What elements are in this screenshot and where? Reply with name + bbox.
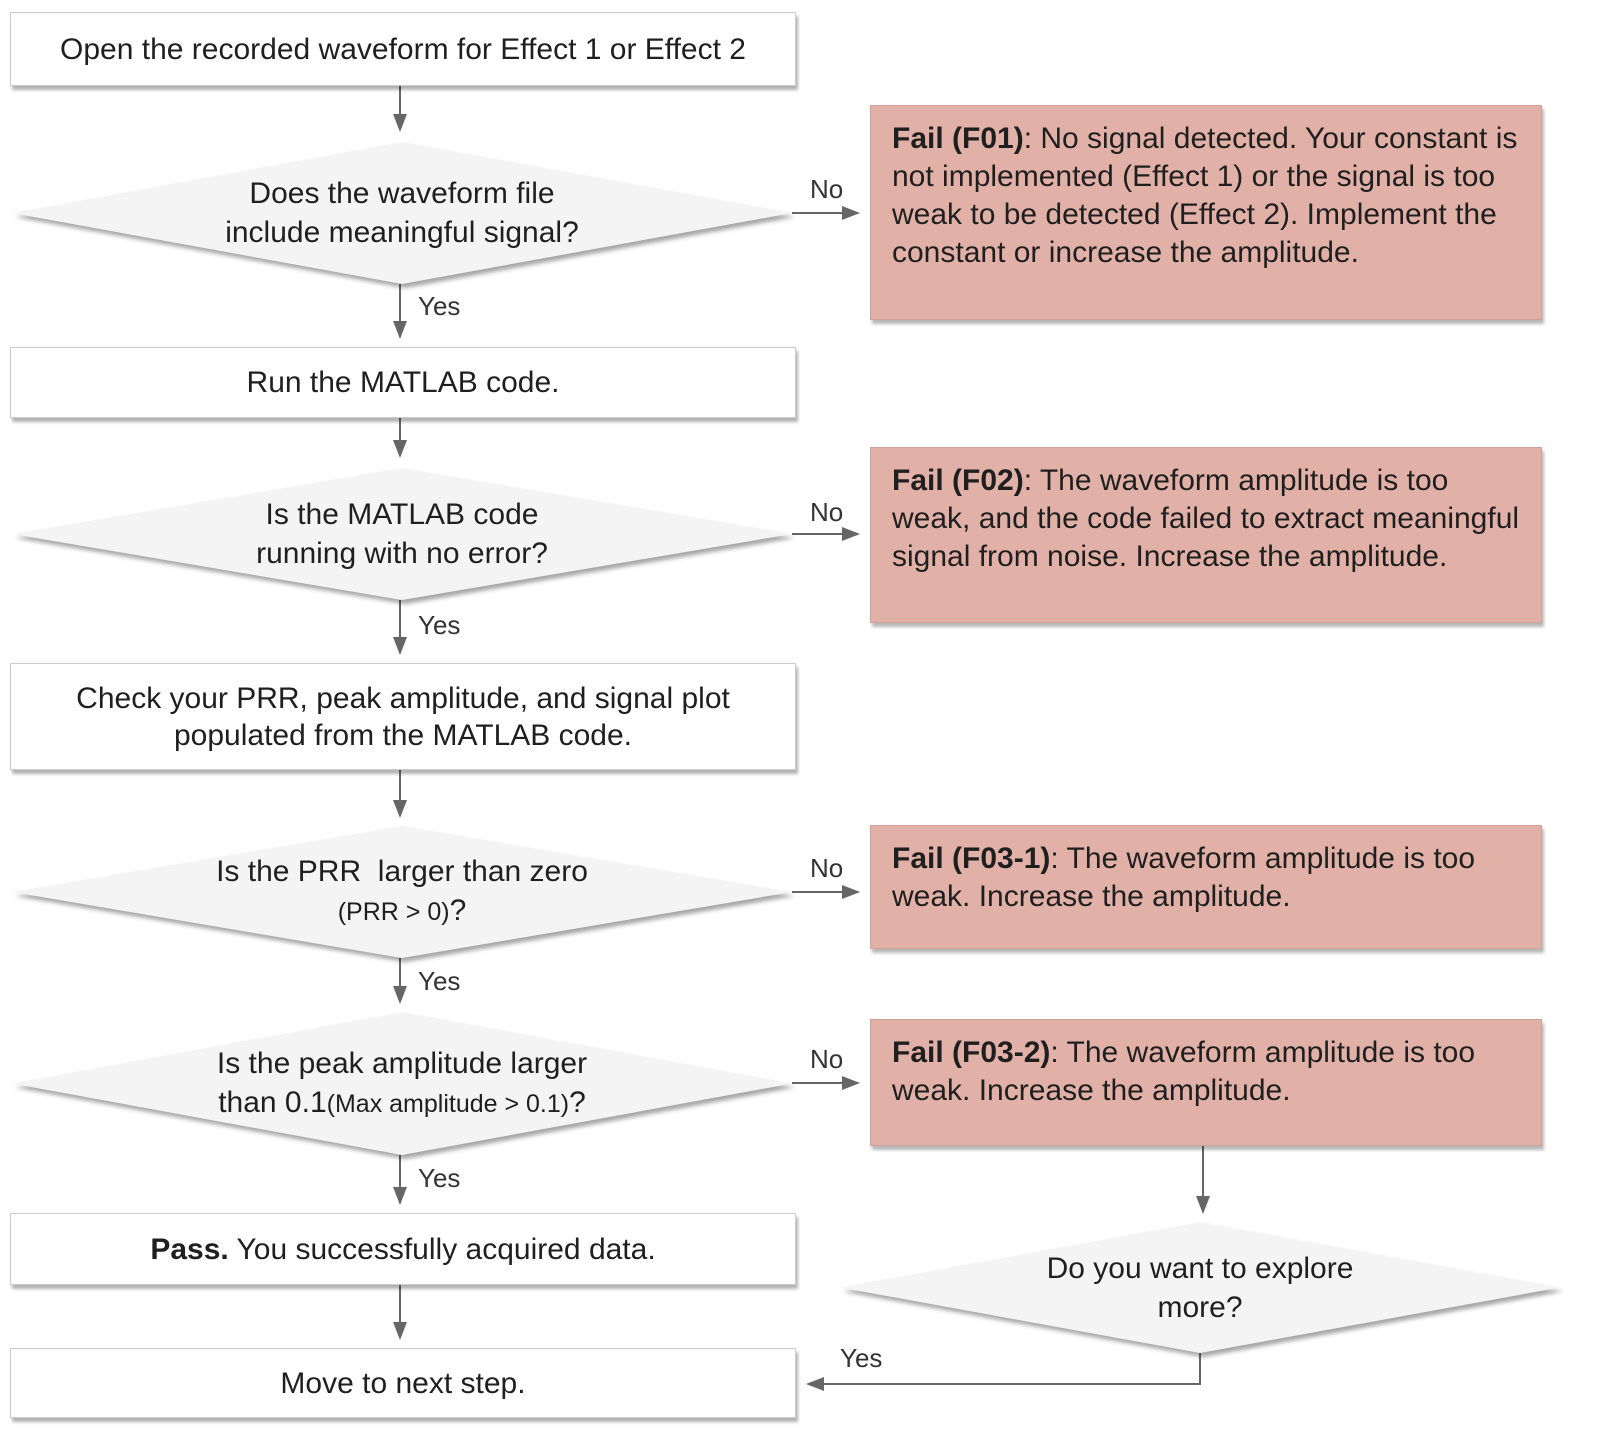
amplitude-decision-diamond: Is the peak amplitude larger than 0.1(Ma… [12,1012,792,1155]
prr-decision-line1: Is the PRR larger than zero [216,855,588,888]
signal-decision-line1: Does the waveform file [249,177,555,210]
amplitude-decision-line2: than 0.1(Max amplitude > 0.1)? [218,1083,586,1124]
move-next-label: Move to next step. [280,1366,526,1400]
fail-f03-2-title: Fail (F03-2) [892,1036,1051,1069]
prr-decision-line2: (PRR > 0)? [338,891,467,932]
prr-decision-diamond: Is the PRR larger than zero (PRR > 0)? [12,826,792,958]
run-matlab-node: Run the MATLAB code. [10,347,796,418]
edge-label-no-error: No [810,497,844,527]
amplitude-decision-questionmark: ? [569,1085,586,1119]
error-decision-line2: running with no error? [256,537,548,570]
start-node-label: Open the recorded waveform for Effect 1 … [60,32,746,66]
pass-node-label: Pass. You successfully acquired data. [150,1231,655,1268]
move-next-node: Move to next step. [10,1348,796,1418]
prr-decision-questionmark: ? [449,894,467,927]
fail-f02-title: Fail (F02) [892,464,1024,497]
fail-f01-body: : No signal detected. Your constant is n… [892,122,1518,269]
fail-f03-2-box: Fail (F03-2): The waveform amplitude is … [870,1019,1542,1146]
fail-f03-1-title: Fail (F03-1) [892,842,1051,875]
fail-f01-title: Fail (F01) [892,122,1024,155]
error-decision-line1: Is the MATLAB code [265,498,539,531]
fail-f01-box: Fail (F01): No signal detected. Your con… [870,105,1542,320]
edge-label-yes-error: Yes [418,610,461,640]
check-prr-line2: populated from the MATLAB code. [173,718,633,752]
signal-decision-diamond: Does the waveform file include meaningfu… [12,142,792,284]
signal-decision-line2: include meaningful signal? [225,216,579,249]
fail-f03-1-box: Fail (F03-1): The waveform amplitude is … [870,825,1542,949]
pass-node-bold: Pass. [150,1232,229,1266]
fail-f03-2-body: : The waveform amplitude is too weak. In… [892,1036,1476,1107]
fail-f02-box: Fail (F02): The waveform amplitude is to… [870,447,1542,623]
amplitude-decision-line1: Is the peak amplitude larger [216,1046,588,1080]
explore-decision-diamond: Do you want to explore more? [840,1222,1560,1353]
edge-label-no-amp: No [810,1044,844,1074]
edge-label-yes-explore: Yes [840,1343,883,1373]
fail-f03-1-body: : The waveform amplitude is too weak. In… [892,842,1476,913]
check-prr-line1: Check your PRR, peak amplitude, and sign… [76,681,730,715]
edge-label-yes-signal: Yes [418,291,461,321]
edge-label-no-signal: No [810,174,844,204]
amplitude-decision-main: than 0.1 [218,1085,327,1119]
check-prr-node: Check your PRR, peak amplitude, and sign… [10,663,796,770]
prr-decision-condition: (PRR > 0) [337,898,450,926]
start-node: Open the recorded waveform for Effect 1 … [10,12,796,86]
edge-label-yes-prr: Yes [418,966,461,996]
pass-node: Pass. You successfully acquired data. [10,1213,796,1285]
run-matlab-label: Run the MATLAB code. [246,366,560,399]
explore-decision-line2: more? [1157,1290,1243,1324]
pass-node-rest: You successfully acquired data. [228,1232,656,1266]
explore-decision-line1: Do you want to explore [1046,1251,1354,1285]
edge-label-yes-amp: Yes [418,1163,461,1193]
fail-f02-body: : The waveform amplitude is too weak, an… [892,464,1520,573]
amplitude-decision-condition: (Max amplitude > 0.1) [326,1089,570,1118]
edge-label-no-prr: No [810,853,844,883]
error-decision-diamond: Is the MATLAB code running with no error… [12,468,792,600]
